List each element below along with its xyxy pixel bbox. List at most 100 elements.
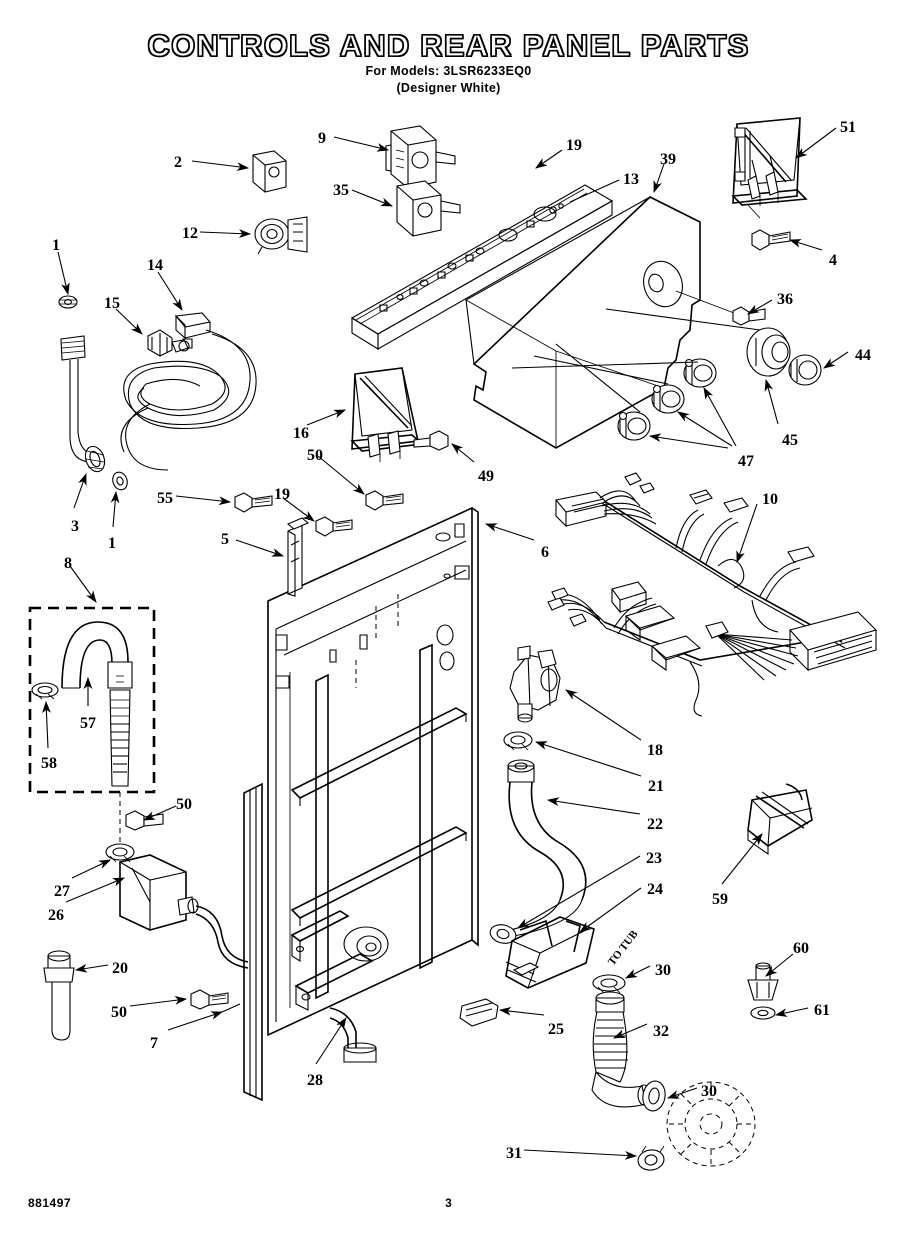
- leader-lines: [42, 128, 848, 1160]
- knob-47-a: [684, 359, 716, 387]
- callout-number-1: 1: [52, 237, 60, 254]
- callout-number-24: 24: [647, 881, 663, 898]
- switch-2: [253, 151, 286, 192]
- callout-number-57: 57: [80, 715, 96, 732]
- screw-55: [235, 493, 272, 512]
- callout-number-13: 13: [623, 171, 639, 188]
- callout-number-22: 22: [647, 816, 663, 833]
- callout-number-27: 27: [54, 883, 70, 900]
- power-cord-14: [121, 313, 256, 470]
- callout-number-36: 36: [777, 291, 793, 308]
- page-number: 3: [445, 1196, 452, 1210]
- callout-number-59: 59: [712, 891, 728, 908]
- callout-number-12: 12: [182, 225, 198, 242]
- screw-4: [748, 205, 790, 250]
- bracket-51: [733, 118, 806, 206]
- callout-number-4: 4: [829, 252, 837, 269]
- callout-number-31: 31: [506, 1145, 522, 1162]
- washer-1-mid: [110, 470, 129, 492]
- knob-47-b: [652, 385, 684, 413]
- callout-number-45: 45: [782, 432, 798, 449]
- callout-number-19: 19: [274, 486, 290, 503]
- callout-number-26: 26: [48, 907, 64, 924]
- callout-number-14: 14: [147, 257, 163, 274]
- callout-number-60: 60: [793, 940, 809, 957]
- drain-hose-32: [592, 992, 650, 1107]
- callout-number-61: 61: [814, 1002, 830, 1019]
- callout-number-2: 2: [174, 154, 182, 171]
- callout-number-16: 16: [293, 425, 309, 442]
- knob-47-c: [618, 412, 650, 440]
- clamp-58: [32, 683, 58, 699]
- screw-49: [414, 431, 448, 450]
- callout-number-20: 20: [112, 960, 128, 977]
- clip-59: [748, 784, 812, 854]
- callout-number-10: 10: [762, 491, 778, 508]
- clamp-21: [504, 732, 532, 750]
- screw-50-c: [191, 990, 228, 1009]
- knob-45: [747, 328, 790, 376]
- callout-number-28: 28: [307, 1072, 323, 1089]
- callout-number-49: 49: [478, 468, 494, 485]
- fastener-60: [748, 963, 778, 1000]
- fill-hose-3: [61, 336, 108, 474]
- callout-number-15: 15: [104, 295, 120, 312]
- pump-phantom: [667, 1082, 755, 1166]
- callout-number-55: 55: [157, 490, 173, 507]
- callout-number-6: 6: [541, 544, 549, 561]
- console-panel-13: [352, 185, 612, 349]
- callout-number-21: 21: [648, 778, 664, 795]
- timer-switch-9: [386, 126, 455, 188]
- callout-number-50: 50: [176, 796, 192, 813]
- hose-22: [508, 760, 586, 936]
- callout-number-50: 50: [307, 447, 323, 464]
- part-20: [44, 951, 74, 1040]
- pressure-switch-12: [255, 217, 307, 254]
- callout-number-3: 3: [71, 518, 79, 535]
- washer-61: [751, 1007, 775, 1019]
- washer-1-top: [59, 296, 77, 308]
- inset-dashed-box: [30, 608, 154, 792]
- part-25: [460, 999, 498, 1026]
- callout-number-18: 18: [647, 742, 663, 759]
- callout-number-9: 9: [318, 130, 326, 147]
- drain-hose-57: [62, 622, 132, 786]
- water-valve-18: [510, 646, 560, 722]
- color-subtitle: (Designer White): [396, 81, 501, 95]
- switch-35: [397, 181, 460, 236]
- clamp-31: [637, 1146, 666, 1172]
- callout-number-58: 58: [41, 755, 57, 772]
- screw-36: [733, 307, 765, 325]
- clamp-23: [488, 922, 518, 946]
- clamp-27: [106, 844, 134, 862]
- callout-number-39: 39: [660, 151, 676, 168]
- bracket-16: [352, 368, 422, 462]
- callout-number-30: 30: [655, 962, 671, 979]
- wire-harness-10: [548, 473, 876, 716]
- callout-number-19: 19: [566, 137, 582, 154]
- to-tub-annotation: TO TUB: [606, 928, 641, 968]
- callout-number-50: 50: [111, 1004, 127, 1021]
- callout-number-25: 25: [548, 1021, 564, 1038]
- model-subtitle: For Models: 3LSR6233EQ0: [365, 64, 532, 78]
- callout-number-7: 7: [150, 1035, 158, 1052]
- support-24: [506, 917, 594, 988]
- clamp-30-bottom: [641, 1079, 668, 1112]
- callout-number-5: 5: [221, 531, 229, 548]
- callout-number-32: 32: [653, 1023, 669, 1040]
- callout-number-1: 1: [108, 535, 116, 552]
- callout-number-23: 23: [646, 850, 662, 867]
- callout-number-8: 8: [64, 555, 72, 572]
- screw-19-b: [316, 517, 352, 536]
- clamp-30-top: [593, 975, 625, 993]
- callout-number-30: 30: [701, 1083, 717, 1100]
- knob-44: [789, 355, 821, 385]
- switch-box-26: [120, 855, 248, 968]
- cabinet-rear-panel-6: [244, 508, 478, 1100]
- callout-number-51: 51: [840, 119, 856, 136]
- hose-28: [330, 1008, 376, 1062]
- rear-top-panel-39: [466, 197, 742, 448]
- page-title: CONTROLS AND REAR PANEL PARTS: [147, 27, 750, 63]
